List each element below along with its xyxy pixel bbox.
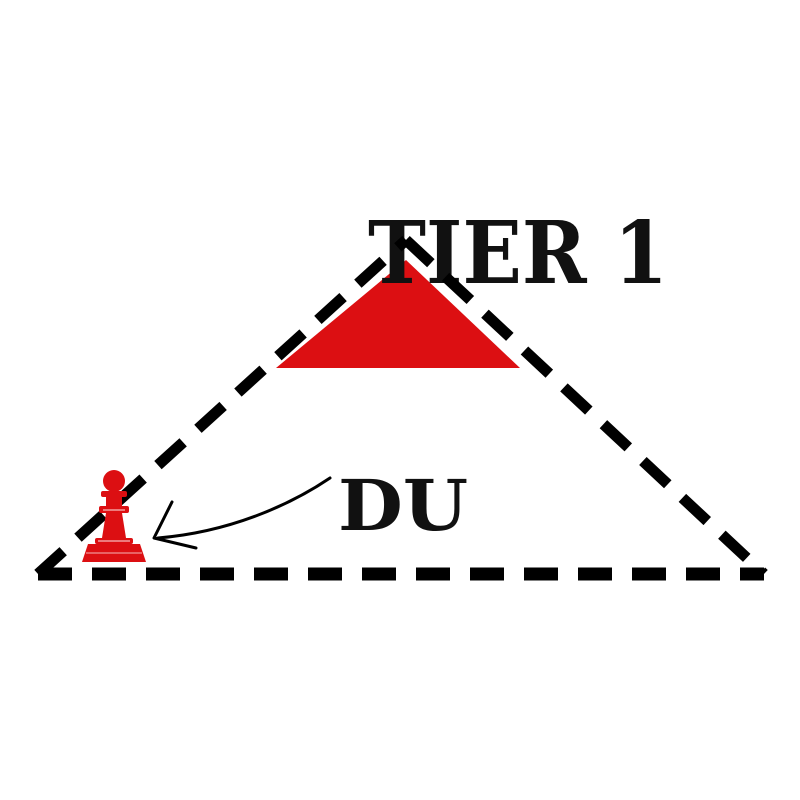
top-tier-fill xyxy=(276,260,520,368)
outline-left-edge xyxy=(34,235,410,579)
outline-right-edge xyxy=(402,235,768,579)
group-label: DU xyxy=(338,464,468,547)
curved-arrow-icon xyxy=(152,476,332,550)
pawn-icon xyxy=(82,470,146,562)
pyramid-outline xyxy=(34,235,768,581)
